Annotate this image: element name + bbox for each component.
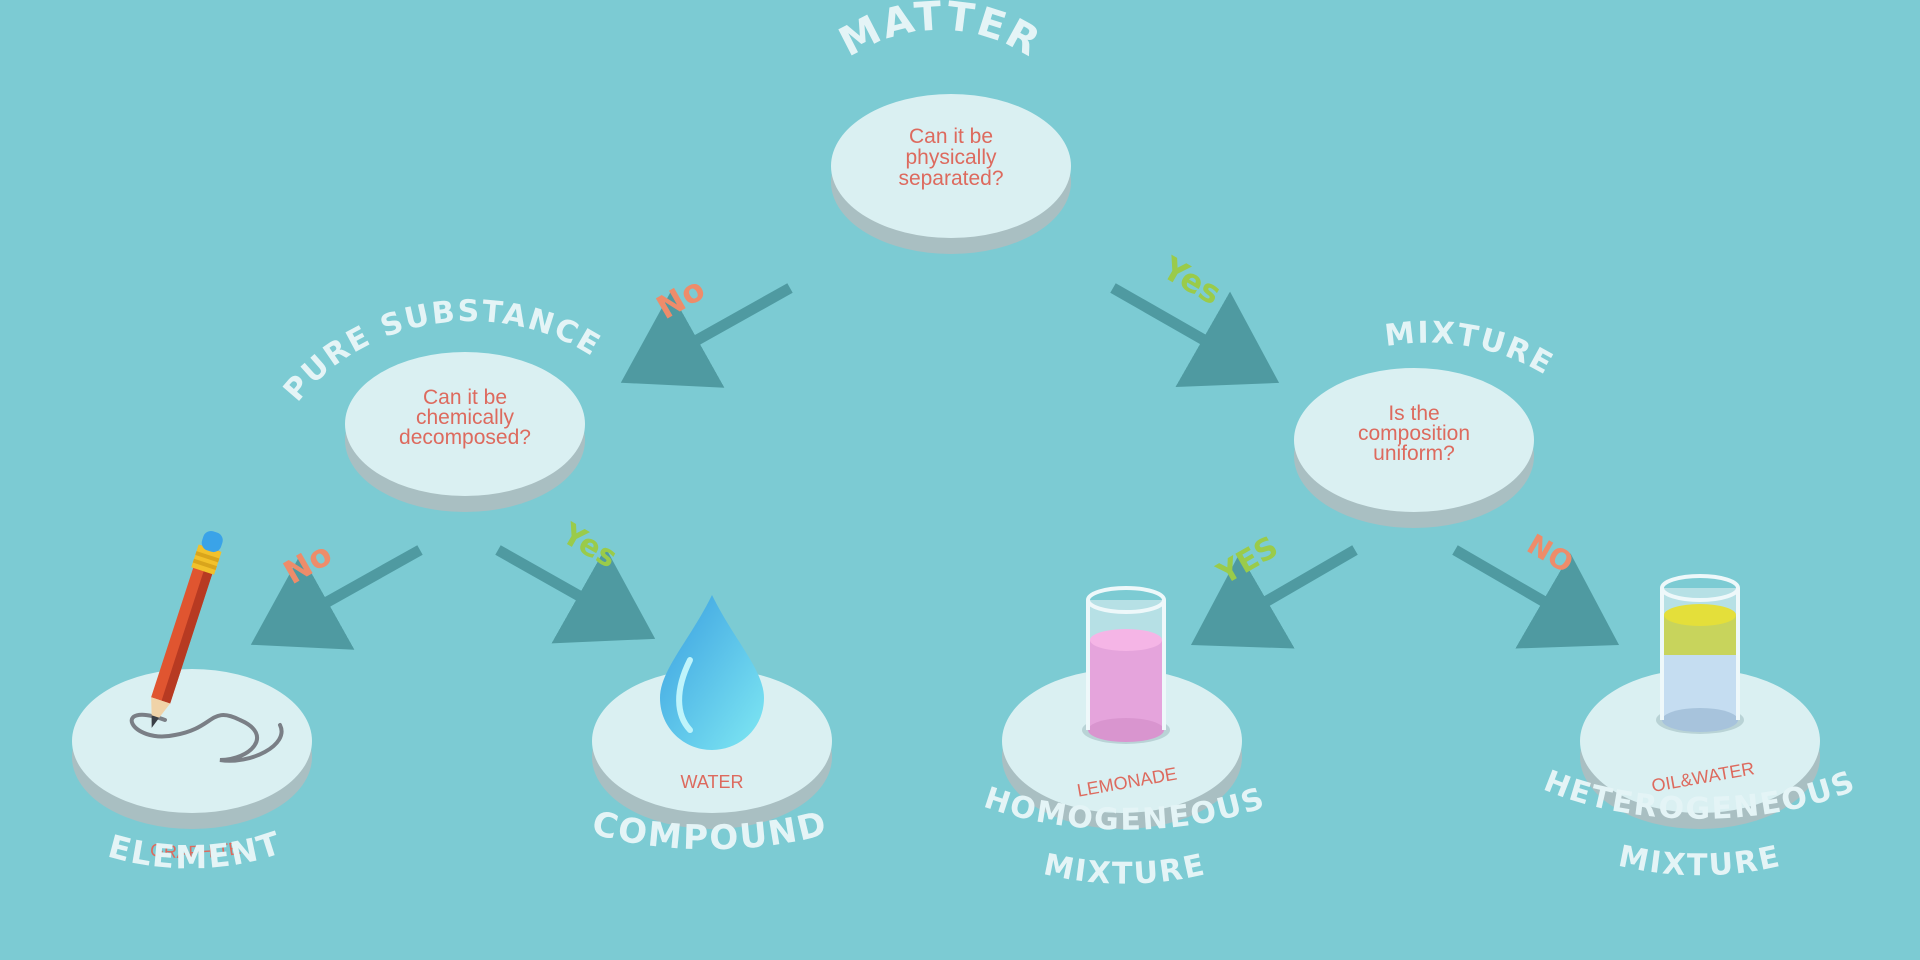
water-drop-icon: [660, 595, 764, 750]
edge-label-matter-to-mixture: Yes: [1155, 249, 1228, 313]
question-line-3: separated?: [898, 167, 1003, 190]
oil-water-glass-icon: [1656, 576, 1744, 734]
node-homogeneous-mixture: LEMONADE HOMOGENEOUS MIXTURE: [980, 588, 1270, 892]
lemonade-glass-icon: [1082, 588, 1170, 744]
edge-label-mixture-to-homogeneous: YES: [1211, 530, 1285, 593]
edge-label-pure-to-compound: Yes: [555, 516, 623, 575]
node-pure-substance: PURE SUBSTANCE Can it be chemically deco…: [277, 294, 607, 512]
node-title-matter: MATTER: [832, 0, 1049, 66]
arrow-matter-to-mixture: [1113, 288, 1260, 372]
node-title-element: ELEMENT: [104, 824, 286, 877]
edge-label-matter-to-pure: No: [650, 270, 711, 327]
node-matter: MATTER Can it be physically separated?: [831, 0, 1071, 254]
question-line-1: Can it be: [909, 125, 993, 148]
arrow-mixture-to-heterogeneous: [1455, 550, 1600, 634]
node-compound: WATER COMPOUND: [588, 595, 832, 859]
example-label-compound: WATER: [681, 772, 744, 792]
edge-label-pure-to-element: No: [277, 535, 338, 592]
node-element: GRAPHITE ELEMENT: [72, 528, 312, 876]
node-mixture: MIXTURE Is the composition uniform?: [1294, 315, 1560, 528]
question-line-2: physically: [905, 146, 997, 169]
question-line-3: decomposed?: [399, 426, 531, 449]
node-title-homogeneous-line2: MIXTURE: [1041, 847, 1210, 891]
arrow-pure-to-compound: [498, 550, 636, 628]
edge-label-mixture-to-heterogeneous: NO: [1522, 527, 1579, 579]
question-line-3: uniform?: [1373, 442, 1455, 465]
node-title-heterogeneous-line2: MIXTURE: [1616, 839, 1785, 883]
